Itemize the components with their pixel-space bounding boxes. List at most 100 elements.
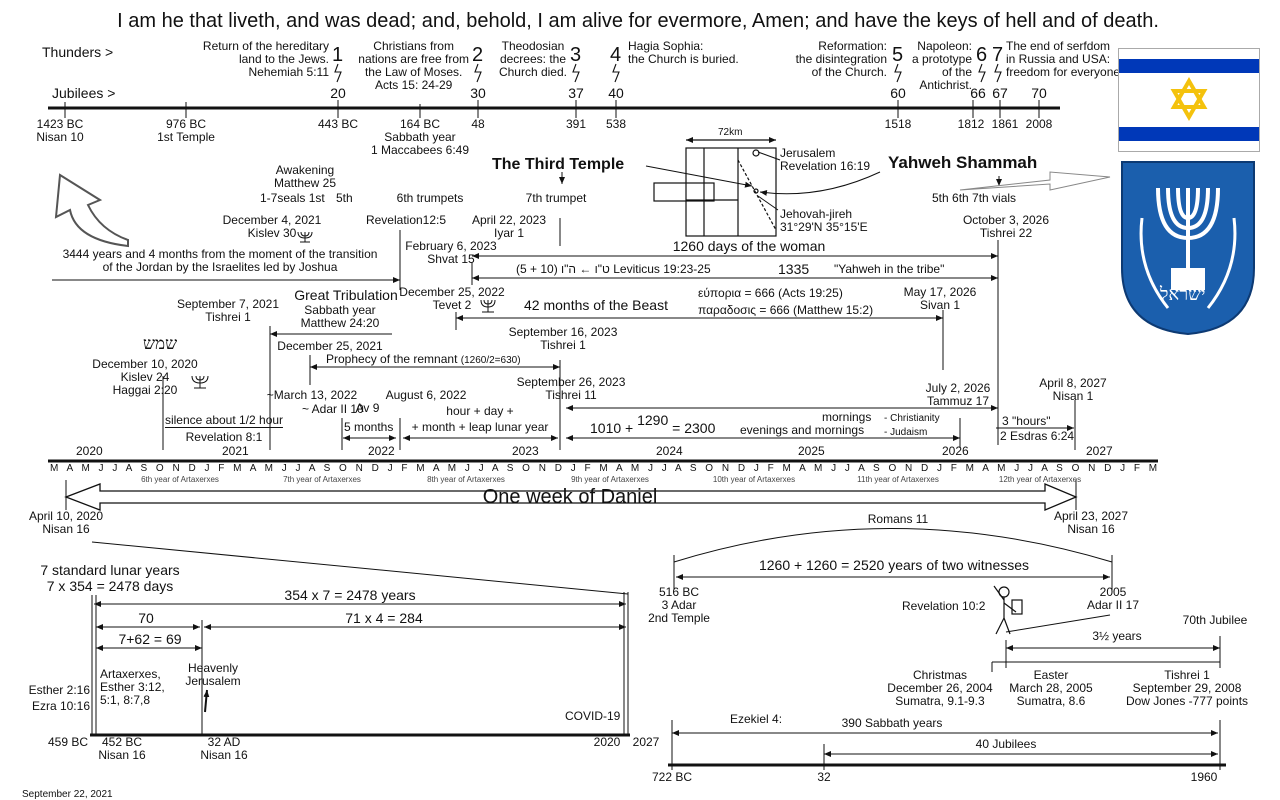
year-label: 2024	[656, 444, 683, 458]
jubilees-40-label: 40 Jubilees	[975, 737, 1037, 751]
date-1960: 1960	[1190, 770, 1218, 784]
thunder-5-number: 5	[892, 44, 904, 66]
ezekiel-label: Ezekiel 4:	[730, 712, 783, 726]
menorah-icon	[1156, 187, 1220, 290]
sixth-trumpets-label: 6th trumpets	[396, 191, 464, 205]
jubilee-num: 67	[992, 85, 1008, 101]
artaxerxes-year: 10th year of Artaxerxes	[712, 475, 796, 484]
jubilee-num: 70	[1031, 85, 1047, 101]
date-538: 538	[605, 117, 627, 131]
date-1861: 1861	[991, 117, 1019, 131]
greek-666-label: εύπορια = 666 (Acts 19:25)παραδοσις = 66…	[698, 286, 874, 317]
third-temple-label: The Third Temple	[492, 156, 625, 173]
jubilee-num: 40	[608, 85, 624, 101]
esdras-label: 2 Esdras 6:24	[1000, 429, 1075, 443]
shemesh-hebrew: שמש	[143, 334, 178, 354]
artaxerxes-year: 8th year of Artaxerxes	[427, 475, 505, 484]
revelation-10-2: Revelation 10:2	[902, 599, 986, 613]
thunder-4-number: 4	[610, 44, 622, 66]
jubilee-num: 20	[330, 85, 346, 101]
artaxerxes-ref: Artaxerxes,Esther 3:12,5:1, 8:7,8	[100, 667, 165, 707]
date-391: 391	[565, 117, 587, 131]
date-48: 48	[471, 117, 485, 131]
n1335-label: 1335	[778, 261, 810, 277]
menorah-icon-3	[191, 375, 209, 389]
date-722bc: 722 BC	[651, 770, 693, 784]
emblem-hebrew-text: ישראל	[1160, 284, 1206, 305]
top-axis-ticks	[64, 100, 1040, 118]
two-witnesses-label: 1260 + 1260 = 2520 years of two witnesse…	[758, 557, 1030, 573]
footer-date: September 22, 2021	[22, 789, 113, 800]
months-5-label: 5 months	[344, 420, 394, 434]
years-2478-label: 354 x 7 = 2478 years	[284, 587, 416, 603]
seventh-trumpet-label: 7th trumpet	[525, 191, 587, 205]
jubilee-num: 66	[970, 85, 986, 101]
jubilee-70-label: 70th Jubilee	[1182, 613, 1248, 627]
year-2020-bottom: 2020	[593, 735, 621, 749]
dec-25-2021-label: December 25, 2021	[277, 339, 383, 353]
n284-label: 71 x 4 = 284	[345, 610, 423, 626]
transition-label: 3444 years and 4 months from the moment …	[62, 247, 378, 274]
month-letters: M A M J J A S O N D J F M A M J J A S O …	[50, 463, 1160, 474]
days-1260-label: 1260 days of the woman	[672, 238, 826, 254]
thunder-7-number: 7	[992, 44, 1004, 66]
olive-branch-icon	[1139, 217, 1237, 309]
jubilees-row-label: Jubilees >	[52, 85, 116, 101]
date-2008: 2008	[1025, 117, 1053, 131]
date-443bc: 443 BC	[317, 117, 359, 131]
jubilee-num: 30	[470, 85, 486, 101]
hour-day-label: hour + day ++ month + leap lunar year	[411, 404, 549, 434]
year-label: 2023	[512, 444, 539, 458]
revelation-12-5: Revelation12:5	[365, 213, 447, 227]
formula-label: 1010 + 1290 = 2300	[590, 412, 716, 436]
thunder-4-text: Hagia Sophia:the Church is buried.	[628, 39, 739, 66]
year-label: 2025	[798, 444, 825, 458]
great-tribulation-label: Great Tribulation	[294, 287, 398, 303]
artaxerxes-year: 9th year of Artaxerxes	[571, 475, 649, 484]
menorah-icon-2	[480, 299, 496, 313]
n69-label: 7+62 = 69	[118, 631, 182, 647]
romans-11-label: Romans 11	[867, 512, 929, 526]
months-42-label: 42 months of the Beast	[524, 297, 668, 313]
sabbath-390-label: 390 Sabbath years	[841, 716, 943, 730]
date-32: 32	[817, 770, 831, 784]
year-label: 2027	[1086, 444, 1113, 458]
judaism-label: - Judaism	[884, 427, 928, 438]
year-label: 2021	[222, 444, 249, 458]
hours-3-label: 3 "hours"	[1002, 414, 1051, 428]
remnant-label: Prophecy of the remnant (1260/2=630)	[326, 352, 521, 367]
year-label: 2026	[942, 444, 969, 458]
artaxerxes-year: 11th year of Artaxerxes	[857, 475, 939, 484]
years-35-label: 3½ years	[1092, 629, 1142, 643]
week-of-daniel-label: One week of Daniel	[482, 486, 658, 508]
